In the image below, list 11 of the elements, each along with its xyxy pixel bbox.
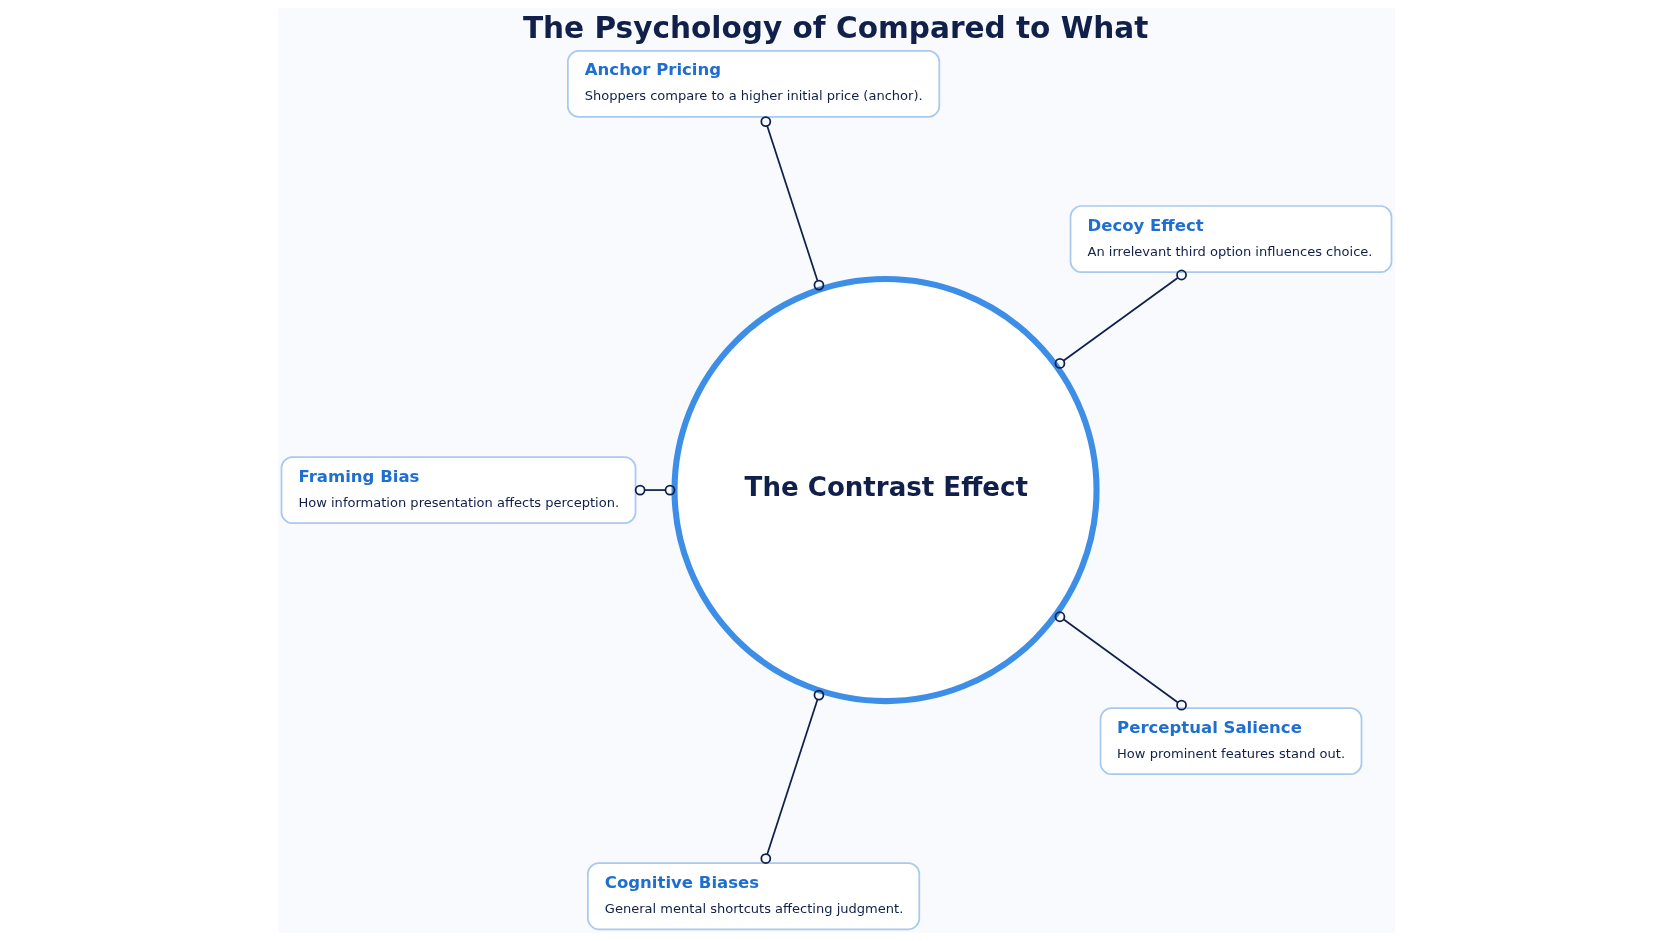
node-box: Decoy Effect An irrelevant third option influences choice. [1069,205,1392,273]
connector [759,689,824,864]
node-box: Framing Bias How information presentation affects perception. [280,456,636,524]
connector [634,484,675,496]
diagram-title: The Psychology of Compared to What [522,11,1148,45]
connector [1054,269,1187,369]
node-box: Perceptual Salience How prominent features stand out. [1099,707,1362,775]
node-box: Cognitive Biases General mental shortcuts affecting judgment. [586,862,920,931]
connector [1054,611,1187,711]
node-box: Anchor Pricing Shoppers compare to a higher initial price (anchor). [566,50,940,118]
connector [759,116,824,291]
